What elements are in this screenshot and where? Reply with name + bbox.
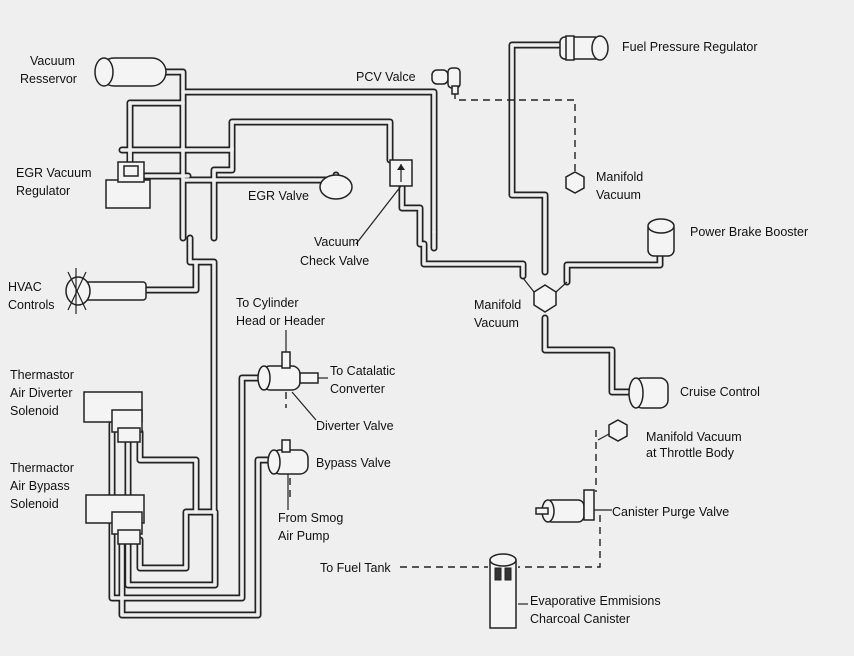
hose-5-outline bbox=[210, 144, 236, 242]
pcv-valve bbox=[431, 67, 461, 95]
label-cylinder-head-2: Head or Header bbox=[236, 314, 325, 328]
hose-19 bbox=[138, 430, 217, 514]
label-egr-valve: EGR Valve bbox=[248, 189, 309, 203]
power-brake-booster bbox=[647, 218, 675, 257]
label-evap-canister-1: Evaporative Emmisions bbox=[530, 594, 661, 608]
label-bypass-solenoid-3: Solenoid bbox=[10, 497, 59, 511]
diverter-solenoid bbox=[83, 391, 143, 443]
hose-5 bbox=[212, 146, 234, 240]
label-diverter-valve: Diverter Valve bbox=[316, 419, 394, 433]
hose-18 bbox=[120, 458, 272, 617]
label-diverter-solenoid-2: Air Diverter bbox=[10, 386, 73, 400]
vacuum-lines bbox=[108, 41, 664, 619]
label-manifold-center-1: Manifold bbox=[474, 298, 521, 312]
hose-14 bbox=[565, 250, 662, 284]
label-hvac-2: Controls bbox=[8, 298, 55, 312]
label-vacuum-reservoir-2: Resservor bbox=[20, 72, 77, 86]
label-hvac-1: HVAC bbox=[8, 280, 42, 294]
bypass-solenoid bbox=[85, 494, 145, 545]
label-brake-booster: Power Brake Booster bbox=[690, 225, 808, 239]
label-pcv-valve: PCV Valce bbox=[356, 70, 416, 84]
manifold-vacuum-throttle bbox=[597, 419, 628, 442]
label-catalytic-2: Converter bbox=[330, 382, 385, 396]
label-manifold-top-1: Manifold bbox=[596, 170, 643, 184]
label-egr-regulator-2: Regulator bbox=[16, 184, 70, 198]
hose-11 bbox=[400, 183, 525, 278]
charcoal-canister bbox=[489, 553, 517, 629]
dashed-lines bbox=[285, 80, 601, 568]
manifold-vacuum-top bbox=[565, 171, 585, 194]
label-check-valve-1: Vacuum bbox=[314, 235, 359, 249]
label-smog-pump-1: From Smog bbox=[278, 511, 343, 525]
label-evap-canister-2: Charcoal Canister bbox=[530, 612, 630, 626]
label-smog-pump-2: Air Pump bbox=[278, 529, 329, 543]
label-egr-regulator-1: EGR Vacuum bbox=[16, 166, 92, 180]
label-purge-valve: Canister Purge Valve bbox=[612, 505, 729, 519]
cruise-control bbox=[628, 377, 669, 409]
hose-20 bbox=[138, 510, 198, 570]
label-bypass-solenoid-1: Thermactor bbox=[10, 461, 74, 475]
labels: Vacuum Resservor EGR Vacuum Regulator EG… bbox=[8, 40, 808, 626]
egr-vacuum-regulator bbox=[105, 161, 151, 209]
vacuum-check-valve bbox=[389, 159, 413, 187]
label-throttle-vacuum-2: at Throttle Body bbox=[646, 446, 735, 460]
label-cylinder-head-1: To Cylinder bbox=[236, 296, 299, 310]
bypass-valve bbox=[267, 439, 309, 475]
label-throttle-vacuum-1: Manifold Vacuum bbox=[646, 430, 742, 444]
hose-10-outline bbox=[142, 258, 200, 294]
manifold-junction bbox=[522, 277, 568, 313]
label-diverter-solenoid-1: Thermastor bbox=[10, 368, 74, 382]
diverter-valve bbox=[257, 351, 319, 391]
hose-10 bbox=[144, 260, 198, 292]
label-fuel-regulator: Fuel Pressure Regulator bbox=[622, 40, 757, 54]
hose-14-outline bbox=[563, 248, 664, 286]
label-bypass-solenoid-2: Air Bypass bbox=[10, 479, 70, 493]
hose-16 bbox=[110, 376, 260, 600]
hvac-controls bbox=[65, 268, 147, 314]
hose-19-outline bbox=[136, 428, 219, 516]
hose-13-outline bbox=[508, 41, 564, 276]
hose-4-outline bbox=[118, 118, 394, 164]
hose-13 bbox=[510, 43, 562, 274]
vacuum-reservoir bbox=[94, 57, 167, 87]
label-check-valve-2: Check Valve bbox=[300, 254, 369, 268]
fuel-pressure-regulator bbox=[559, 35, 609, 61]
label-manifold-center-2: Vacuum bbox=[474, 316, 519, 330]
label-vacuum-reservoir-1: Vacuum bbox=[30, 54, 75, 68]
label-manifold-top-2: Vacuum bbox=[596, 188, 641, 202]
leader-lines bbox=[285, 185, 612, 605]
label-fuel-tank: To Fuel Tank bbox=[320, 561, 391, 575]
label-diverter-solenoid-3: Solenoid bbox=[10, 404, 59, 418]
hose-9 bbox=[188, 236, 216, 514]
hose-15 bbox=[543, 316, 632, 394]
label-bypass-valve: Bypass Valve bbox=[316, 456, 391, 470]
hose-4 bbox=[120, 120, 392, 162]
canister-purge-valve bbox=[535, 489, 595, 523]
label-catalytic-1: To Catalatic bbox=[330, 364, 395, 378]
egr-valve bbox=[319, 174, 353, 200]
label-cruise-control: Cruise Control bbox=[680, 385, 760, 399]
hose-15-outline bbox=[541, 314, 634, 396]
